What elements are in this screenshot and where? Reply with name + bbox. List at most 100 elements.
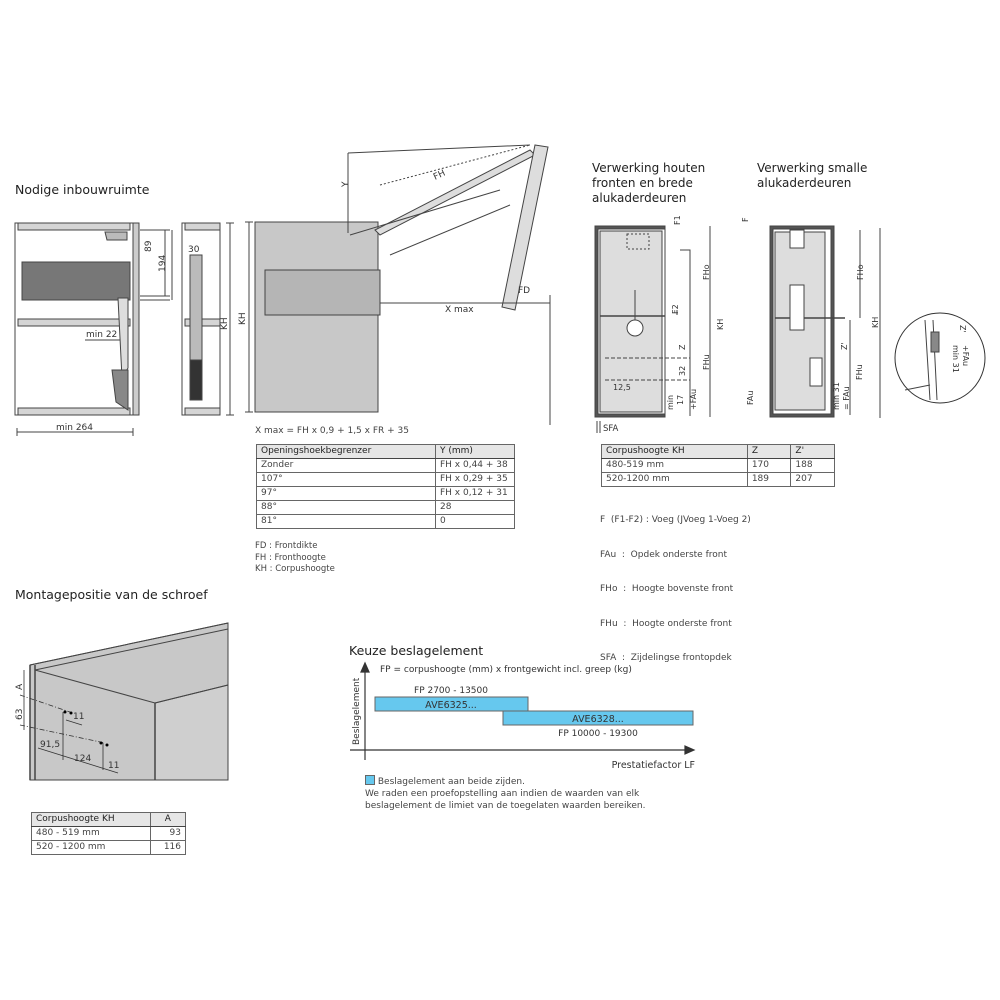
table-row: 88°28 <box>256 500 515 515</box>
table-row: 97°FH x 0,12 + 31 <box>256 486 515 501</box>
cell: 188 <box>790 458 835 473</box>
xmax-formula: X max = FH x 0,9 + 1,5 x FR + 35 <box>255 426 409 436</box>
front-drawings: F1 FHo F2 KH Z FHu 32 12,5 min 17 +FAu S… <box>594 215 986 434</box>
title-line: Verwerking houten <box>592 161 706 175</box>
formula: FP = corpushoogte (mm) x frontgewicht in… <box>380 665 632 675</box>
selection-title: Keuze beslagelement <box>349 643 484 658</box>
legend-item: FD : Frontdikte <box>255 541 318 551</box>
dim-min22: min 22 <box>86 330 117 340</box>
dim-89: 89 <box>144 240 154 252</box>
cell: 88° <box>256 500 436 515</box>
y-axis-label: Beslagelement <box>352 677 362 745</box>
wood-fronts-title: Verwerking houten fronten en brede aluka… <box>592 161 705 206</box>
dim-min264: min 264 <box>56 423 93 433</box>
label-f1: F1 <box>673 215 682 225</box>
header-cell: Openingshoekbegrenzer <box>256 444 436 459</box>
bar-label-ave6328: AVE6328... <box>572 714 624 725</box>
label-kh-narrow: KH <box>871 317 880 328</box>
legend-item: SFA : Zijdelingse frontopdek <box>600 653 732 663</box>
cell: 107° <box>256 472 436 487</box>
title-line: fronten en brede <box>592 176 693 190</box>
install-space-title: Nodige inbouwruimte <box>15 182 150 197</box>
title-line: Verwerking smalle <box>757 161 868 175</box>
label-12-5: 12,5 <box>613 383 631 392</box>
selection-note: We raden een proefopstelling aan indien … <box>365 789 645 812</box>
narrow-fronts-title: Verwerking smalle alukaderdeuren <box>757 161 867 191</box>
label-f: F <box>741 217 750 222</box>
label-fho-narrow: FHo <box>856 264 865 280</box>
screw-drawing: A 63 11 91,5 124 11 <box>15 622 229 781</box>
label-fau-eq: = FAu <box>842 386 851 410</box>
legend-item: FAu : Opdek onderste front <box>600 549 727 560</box>
bar-label-ave6325: AVE6325... <box>425 700 477 711</box>
label-f2: F2 <box>671 304 680 314</box>
bar-ave6325 <box>374 696 529 712</box>
cell: FH x 0,29 + 35 <box>435 472 515 487</box>
cell: 520 - 1200 mm <box>31 840 151 855</box>
dim-63: 63 <box>15 709 25 720</box>
legend-swatch <box>365 775 375 785</box>
label-fh: FH <box>432 169 447 183</box>
label-fhu: FHu <box>702 354 711 370</box>
detail-min31: min 31 <box>951 345 960 373</box>
install-space-drawing: 89 194 30 min 22 min 264 KH <box>14 222 234 436</box>
note-line: beslagelement de limiet van de toegelate… <box>365 800 646 811</box>
title-line: alukaderdeuren <box>757 176 852 190</box>
dim-91-5: 91,5 <box>40 740 60 750</box>
label-min31: min 31 <box>832 382 841 410</box>
opening-legend: FD : Frontdikte FH : Fronthoogte KH : Co… <box>255 541 335 576</box>
legend-item: FHu : Hoogte onderste front <box>600 618 732 629</box>
dim-30: 30 <box>188 245 200 255</box>
table-row: 107°FH x 0,29 + 35 <box>256 472 515 487</box>
cell: FH x 0,12 + 31 <box>435 486 515 501</box>
cell: 189 <box>746 472 792 487</box>
screw-title: Montagepositie van de schroef <box>15 587 208 602</box>
header-cell: Z' <box>790 444 835 459</box>
cell: 207 <box>790 472 835 487</box>
label-fho: FHo <box>702 264 711 280</box>
legend-item: FH : Fronthoogte <box>255 552 326 563</box>
opening-drawing: Y FH FD X max KH <box>238 144 551 425</box>
header-cell: Y (mm) <box>435 444 515 459</box>
bar-ave6328 <box>502 710 694 726</box>
x-axis-label: Prestatiefactor LF <box>611 760 695 771</box>
header-cell: A <box>149 812 187 827</box>
label-zp: Z' <box>840 342 849 350</box>
dim-194: 194 <box>158 255 168 272</box>
label-sfa: SFA <box>603 424 619 434</box>
dim-11b: 11 <box>108 761 119 771</box>
dim-a: A <box>15 683 25 690</box>
label-fau: +FAu <box>689 389 698 410</box>
table-row: 81°0 <box>256 514 515 529</box>
label-17: 17 <box>676 395 685 405</box>
dim-kh: KH <box>220 317 230 330</box>
legend-item: FHo : Hoogte bovenste front <box>600 584 734 594</box>
legend-item: KH : Corpushoogte <box>255 564 335 574</box>
title-line: alukaderdeuren <box>592 191 687 205</box>
detail-zp: Z' <box>958 325 967 333</box>
cell: Zonder <box>256 458 436 473</box>
label-32: 32 <box>678 366 687 376</box>
cell: 93 <box>149 826 187 841</box>
cell: 0 <box>435 514 515 529</box>
range-ave6328: FP 10000 - 19300 <box>558 729 638 739</box>
legend-item: F (F1-F2) : Voeg (JVoeg 1-Voeg 2) <box>600 515 751 525</box>
label-fhu-narrow: FHu <box>855 364 864 380</box>
label-xmax: X max <box>445 305 474 315</box>
cell: 81° <box>256 514 436 529</box>
dim-124: 124 <box>74 754 91 764</box>
label-fau-narrow: FAu <box>746 391 755 405</box>
cell: 116 <box>149 840 187 855</box>
label-kh: KH <box>716 319 725 330</box>
selection-chart: FP = corpushoogte (mm) x frontgewicht in… <box>350 661 696 760</box>
detail-fau: +FAu <box>961 345 970 366</box>
note-line: We raden een proefopstelling aan indien … <box>365 789 640 799</box>
label-min: min <box>666 395 675 410</box>
